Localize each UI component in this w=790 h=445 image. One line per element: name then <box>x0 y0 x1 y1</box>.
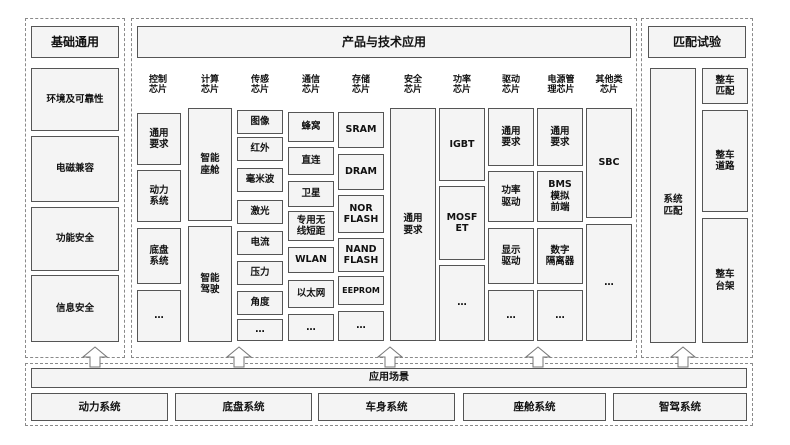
left-title: 基础通用 <box>31 26 119 58</box>
center-title: 产品与技术应用 <box>137 26 631 58</box>
storage-chip-eeprom: EEPROM <box>338 276 384 305</box>
sensor-chip-current: 电流 <box>237 231 283 255</box>
compute-chip-driving: 智能 驾驶 <box>188 226 232 342</box>
sensor-chip-mmwave: 毫米波 <box>237 168 283 192</box>
storage-chip-more: … <box>338 311 384 341</box>
column-header-compute-chip: 计算 芯片 <box>200 74 219 95</box>
comm-chip-short-range: 专用无 线短距 <box>288 211 334 241</box>
driver-chip-display-drive: 显示 驱动 <box>488 228 534 284</box>
power-chip-mosfet: MOSF ET <box>439 186 485 260</box>
left-panel-frame <box>25 18 125 358</box>
driver-chip-power-drive: 功率 驱动 <box>488 171 534 222</box>
left-item-info-security: 信息安全 <box>31 275 119 342</box>
up-arrow-icon <box>670 346 696 368</box>
comm-chip-cellular: 蜂窝 <box>288 112 334 142</box>
right-panel-frame <box>641 18 753 358</box>
column-header-other-chip: 其他类 芯片 <box>595 74 623 95</box>
column-header-comm-chip: 通信 芯片 <box>301 74 320 95</box>
control-chip-chassis: 底盘 系统 <box>137 228 181 284</box>
sensor-chip-pressure: 压力 <box>237 261 283 285</box>
left-item-emc: 电磁兼容 <box>31 136 119 202</box>
up-arrow-icon <box>525 346 551 368</box>
power-chip-more: … <box>439 265 485 341</box>
left-item-functional-safety: 功能安全 <box>31 207 119 271</box>
column-header-security-chip: 安全 芯片 <box>403 74 422 95</box>
vehicle-match: 整车 匹配 <box>702 68 748 104</box>
storage-chip-nand-flash: NAND FLASH <box>338 238 384 272</box>
sensor-chip-laser: 激光 <box>237 200 283 224</box>
sensor-chip-infrared: 红外 <box>237 137 283 161</box>
left-item-environment: 环境及可靠性 <box>31 68 119 131</box>
column-header-pmic-chip: 电源管 理芯片 <box>547 74 575 95</box>
scene-powertrain: 动力系统 <box>31 393 168 421</box>
up-arrow-icon <box>377 346 403 368</box>
other-chip-more: … <box>586 224 632 341</box>
up-arrow-icon <box>226 346 252 368</box>
scene-cockpit: 座舱系统 <box>463 393 606 421</box>
pmic-chip-bms-afe: BMS 模拟 前端 <box>537 171 583 222</box>
vehicle-bench: 整车 台架 <box>702 218 748 343</box>
control-chip-powertrain: 动力 系统 <box>137 170 181 222</box>
column-header-sensor-chip: 传感 芯片 <box>250 74 269 95</box>
other-chip-sbc: SBC <box>586 108 632 218</box>
comm-chip-ethernet: 以太网 <box>288 280 334 308</box>
comm-chip-more: … <box>288 314 334 341</box>
up-arrow-icon <box>82 346 108 368</box>
system-match: 系统 匹配 <box>650 68 696 343</box>
control-chip-more: … <box>137 290 181 342</box>
storage-chip-sram: SRAM <box>338 112 384 148</box>
comm-chip-wlan: WLAN <box>288 247 334 273</box>
scene-adas: 智驾系统 <box>613 393 747 421</box>
sensor-chip-more: … <box>237 319 283 341</box>
storage-chip-dram: DRAM <box>338 154 384 190</box>
sensor-chip-angle: 角度 <box>237 291 283 315</box>
pmic-chip-general: 通用 要求 <box>537 108 583 166</box>
comm-chip-direct: 直连 <box>288 147 334 175</box>
compute-chip-cockpit: 智能 座舱 <box>188 108 232 221</box>
bottom-title: 应用场景 <box>31 368 747 388</box>
driver-chip-general: 通用 要求 <box>488 108 534 166</box>
pmic-chip-digital-isolator: 数字 隔离器 <box>537 228 583 284</box>
security-chip-general: 通用 要求 <box>390 108 436 341</box>
power-chip-igbt: IGBT <box>439 108 485 181</box>
scene-body: 车身系统 <box>318 393 455 421</box>
scene-chassis: 底盘系统 <box>175 393 312 421</box>
pmic-chip-more: … <box>537 290 583 341</box>
sensor-chip-image: 图像 <box>237 110 283 134</box>
storage-chip-nor-flash: NOR FLASH <box>338 195 384 233</box>
comm-chip-satellite: 卫星 <box>288 181 334 207</box>
driver-chip-more: … <box>488 290 534 341</box>
column-header-power-chip: 功率 芯片 <box>452 74 471 95</box>
column-header-driver-chip: 驱动 芯片 <box>501 74 520 95</box>
control-chip-general: 通用 要求 <box>137 113 181 165</box>
column-header-control-chip: 控制 芯片 <box>148 74 167 95</box>
vehicle-road: 整车 道路 <box>702 110 748 212</box>
right-title: 匹配试验 <box>648 26 746 58</box>
column-header-storage-chip: 存储 芯片 <box>351 74 370 95</box>
